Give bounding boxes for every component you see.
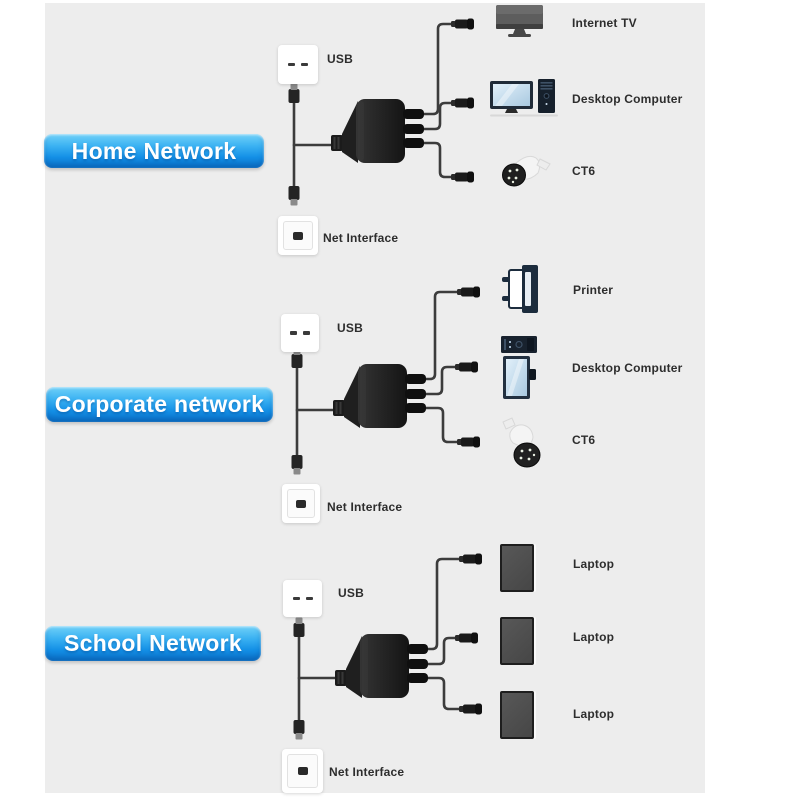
ethernet-jack-slot xyxy=(296,499,306,508)
net-interface-outlet-icon xyxy=(278,216,318,255)
desktop-computer-icon xyxy=(490,79,558,117)
usb-port-slot xyxy=(305,596,313,601)
usb-port-slot xyxy=(292,596,300,601)
usb-label: USB xyxy=(337,321,363,335)
net-interface-outlet-icon xyxy=(282,484,320,523)
usb-port-slot xyxy=(288,62,295,67)
usb-port-slot xyxy=(290,331,297,335)
net-interface-outlet-icon xyxy=(282,749,323,793)
home-network-button[interactable]: Home Network xyxy=(44,134,264,168)
school-network-button[interactable]: School Network xyxy=(45,626,261,661)
ethernet-jack-slot xyxy=(297,767,308,775)
usb-outlet-icon xyxy=(283,580,322,617)
usb-label: USB xyxy=(327,52,353,66)
device-label: CT6 xyxy=(572,164,596,178)
device-label: Laptop xyxy=(573,707,615,721)
ct6-spotlight-icon xyxy=(502,155,551,187)
laptop-icon xyxy=(500,617,534,665)
printer-icon xyxy=(502,265,538,313)
corporate-network-button[interactable]: Corporate network xyxy=(46,387,273,422)
net-interface-label: Net Interface xyxy=(323,231,399,245)
laptop-icon xyxy=(500,544,534,592)
net-interface-label: Net Interface xyxy=(329,765,405,779)
device-label: Internet TV xyxy=(572,16,637,30)
device-label: Printer xyxy=(573,283,614,297)
ct6-spotlight-icon xyxy=(502,417,541,468)
usb-port-slot xyxy=(303,331,310,335)
device-label: Desktop Computer xyxy=(572,361,683,375)
desktop-computer-icon xyxy=(501,336,537,399)
device-label: CT6 xyxy=(572,433,596,447)
usb-label: USB xyxy=(338,586,364,600)
device-label: Laptop xyxy=(573,557,615,571)
net-interface-label: Net Interface xyxy=(327,500,403,514)
device-label: Laptop xyxy=(573,630,615,644)
ethernet-jack-slot xyxy=(293,231,303,240)
laptop-icon xyxy=(500,691,534,739)
usb-outlet-icon xyxy=(281,314,319,352)
usb-port-slot xyxy=(301,62,308,67)
usb-outlet-icon xyxy=(278,45,318,84)
device-label: Desktop Computer xyxy=(572,92,683,106)
internet-tv-icon xyxy=(496,5,543,37)
